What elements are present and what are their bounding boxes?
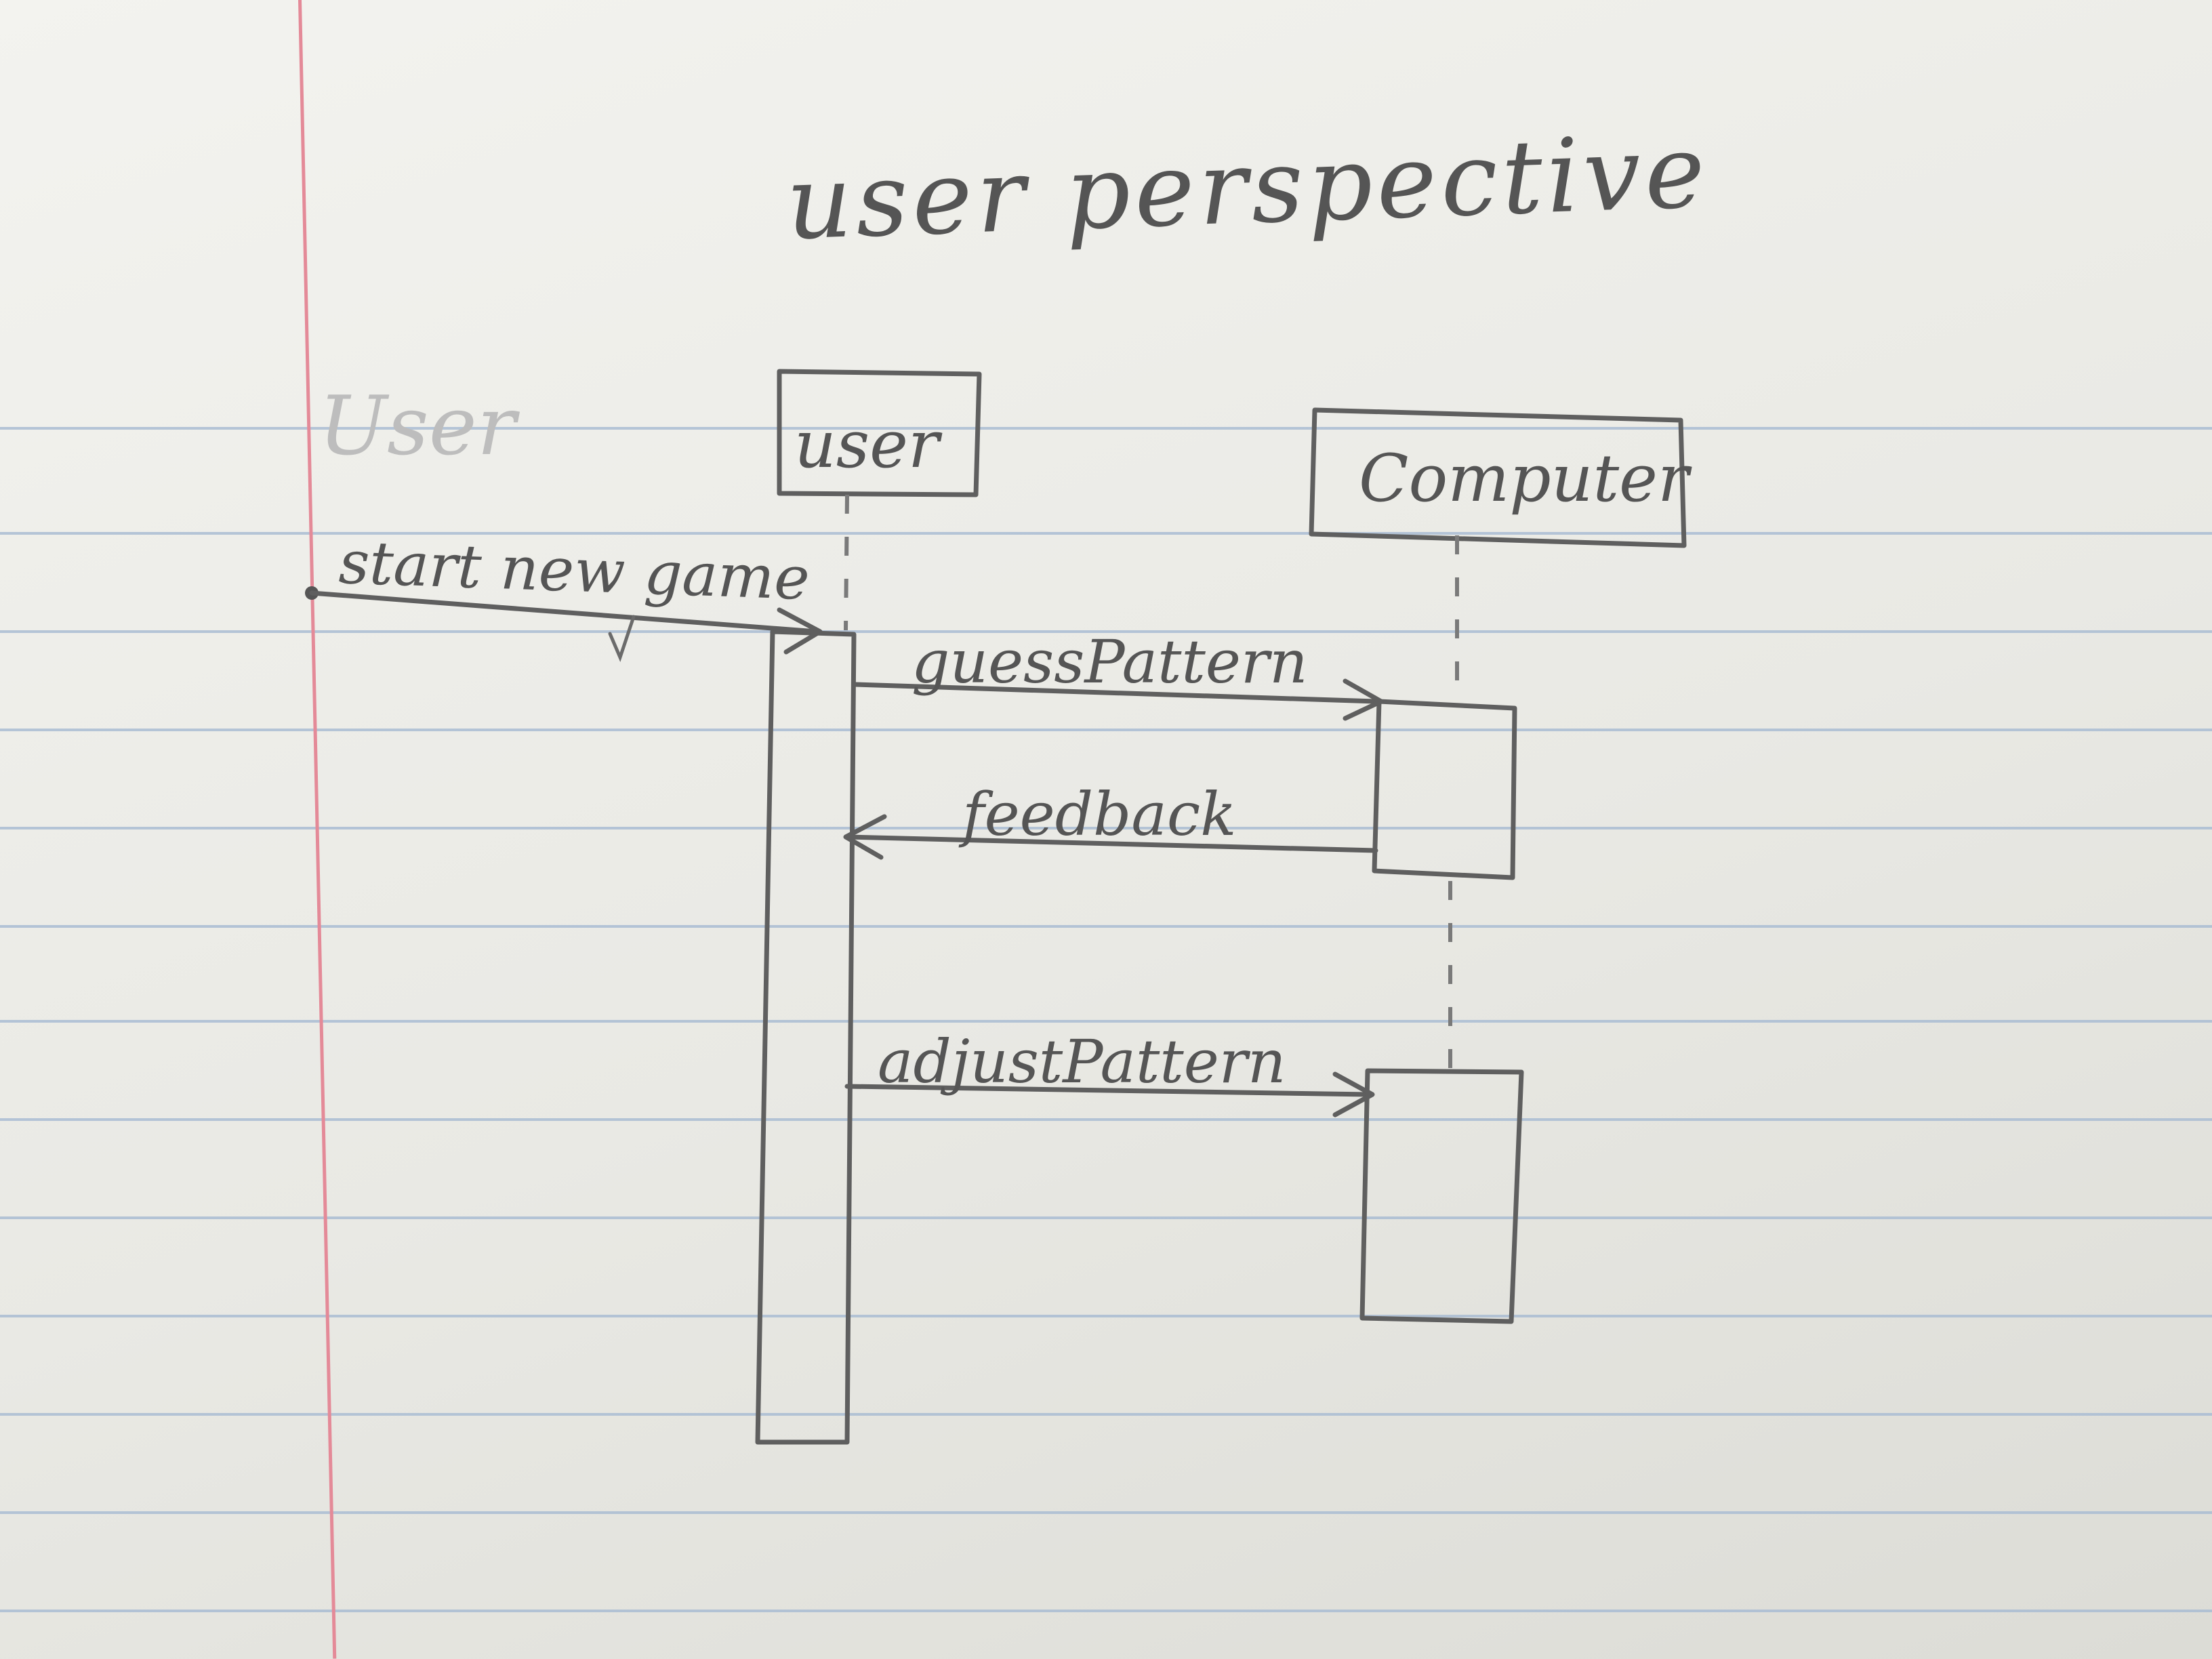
arrow-feedback: [844, 834, 1378, 853]
lifeline-user: [844, 494, 849, 631]
insertion-caret: [608, 615, 636, 663]
arrowhead-guess: [1343, 678, 1384, 721]
participant-label-user: user: [794, 407, 939, 483]
message-label-adjust-pattern: adjustPattern: [878, 1027, 1286, 1097]
message-label-feedback: feedback: [962, 779, 1237, 849]
arrowhead-adjust: [1332, 1071, 1375, 1118]
participant-box-computer: [1309, 407, 1687, 548]
arrow-start-new-game: [309, 590, 819, 634]
participant-box-user: [777, 369, 982, 497]
message-label-guess-pattern: guessPattern: [912, 627, 1308, 697]
activation-computer-2: [1359, 1068, 1524, 1324]
arrow-adjust-pattern: [844, 1084, 1372, 1097]
activation-user: [755, 629, 857, 1445]
arrow-guess-pattern: [853, 682, 1378, 704]
erased-label: User: [319, 380, 516, 474]
arrowhead-start: [777, 607, 823, 655]
arrowhead-feedback: [843, 814, 887, 860]
participant-label-computer: Computer: [1359, 441, 1689, 516]
activation-computer-1: [1372, 699, 1517, 880]
